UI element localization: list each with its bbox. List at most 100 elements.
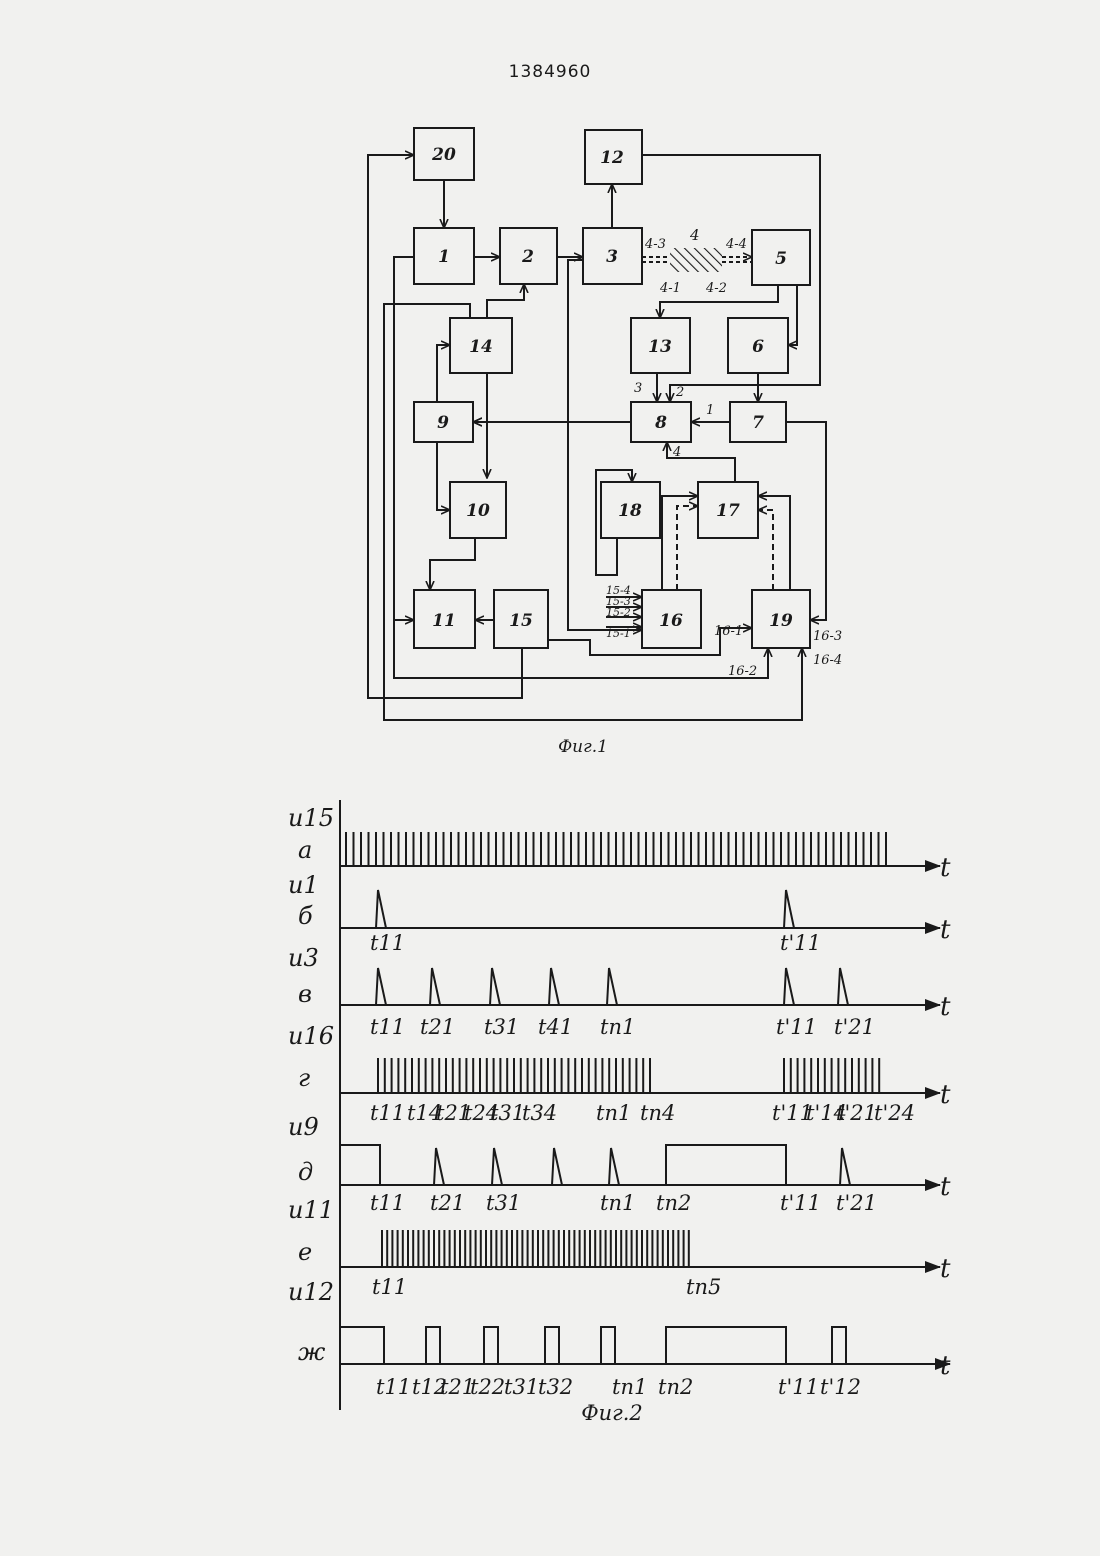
signal-label-u15: u15 (288, 804, 334, 832)
time-label-u16: t31 (490, 1101, 525, 1125)
time-axis-label: t (940, 1172, 951, 1202)
time-label-u12: t'12 (820, 1375, 861, 1399)
svg-text:18: 18 (618, 501, 642, 521)
row-a-u15 (340, 832, 940, 866)
svg-text:2: 2 (521, 247, 534, 267)
time-label-u16: t11 (370, 1101, 405, 1125)
time-label-u3: t31 (484, 1015, 519, 1039)
block-12: 12 (585, 130, 642, 184)
time-label-u3: tn1 (600, 1015, 635, 1039)
row-letter-1: б (298, 902, 313, 930)
time-label-u9: tn1 (600, 1191, 635, 1215)
row-letter-6: ж (298, 1338, 326, 1366)
time-label-u16: t'21 (836, 1101, 877, 1125)
time-label-u12: tn1 (612, 1375, 647, 1399)
terminal-4-3: 4-3 (644, 237, 666, 252)
signal-label-u11: u11 (288, 1196, 334, 1224)
row-g-u16 (340, 1058, 940, 1093)
row-letter-0: а (298, 836, 312, 864)
block-7: 7 (730, 402, 786, 442)
block-15: 15 (494, 590, 548, 648)
figure-1-caption: Фиг.1 (558, 737, 608, 757)
time-label-u12: t'11 (778, 1375, 819, 1399)
block-1: 1 (414, 228, 474, 284)
input-8-3: 3 (634, 381, 642, 396)
terminal-15-1: 15-1 (606, 627, 631, 640)
svg-text:12: 12 (600, 148, 624, 168)
row-letter-4: д (298, 1158, 313, 1186)
svg-text:16: 16 (659, 611, 683, 631)
signal-label-u12: u12 (288, 1278, 334, 1306)
terminal-16-1: 16-1 (714, 624, 743, 639)
time-axis-label: t (940, 915, 951, 945)
svg-text:5: 5 (775, 249, 787, 269)
time-label-u9: t21 (430, 1191, 465, 1215)
timing-diagram: u15аtu1бtu3вtu16гtu9дtu11еtu12жt t11t'11… (288, 800, 951, 1425)
row-letter-5: е (298, 1238, 312, 1266)
time-label-u9: tn2 (656, 1191, 691, 1215)
block-11: 11 (414, 590, 475, 648)
row-letter-2: в (298, 980, 312, 1008)
time-axis-label: t (940, 1254, 951, 1284)
svg-text:17: 17 (716, 501, 740, 521)
signal-label-u1: u1 (288, 871, 319, 899)
block-16: 16 (642, 590, 701, 648)
terminal-15-2: 15-2 (606, 606, 631, 619)
terminal-16-2: 16-2 (728, 664, 757, 679)
terminal-4-2: 4-2 (705, 281, 727, 296)
svg-text:19: 19 (769, 611, 793, 631)
time-label-u9: t'21 (836, 1191, 877, 1215)
time-axis-label: t (940, 1351, 951, 1381)
svg-text:3: 3 (606, 247, 618, 267)
svg-text:14: 14 (469, 337, 493, 357)
block-6: 6 (728, 318, 788, 373)
svg-text:11: 11 (432, 611, 456, 631)
block-14: 14 (450, 318, 512, 373)
svg-text:20: 20 (431, 145, 456, 165)
time-label-u1: t11 (370, 931, 405, 955)
time-label-u16: t34 (522, 1101, 557, 1125)
time-axis-label: t (940, 1080, 951, 1110)
svg-text:7: 7 (752, 413, 764, 433)
element-4-sample (670, 248, 722, 272)
time-label-u12: t22 (470, 1375, 505, 1399)
time-axis-label: t (940, 992, 951, 1022)
time-label-u3: t'21 (834, 1015, 875, 1039)
block-19: 19 (752, 590, 810, 648)
time-label-u12: t32 (538, 1375, 573, 1399)
element-4-label: 4 (689, 226, 700, 244)
terminal-16-4: 16-4 (813, 653, 842, 668)
block-3: 3 (583, 228, 642, 284)
time-label-u9: t11 (370, 1191, 405, 1215)
input-8-4: 4 (672, 445, 681, 460)
block-9: 9 (414, 402, 473, 442)
row-zh-u12 (340, 1327, 950, 1364)
terminal-16-3: 16-3 (813, 629, 842, 644)
block-18: 18 (601, 482, 660, 538)
time-label-u12: t11 (376, 1375, 411, 1399)
time-label-u9: t'11 (780, 1191, 821, 1215)
block-13: 13 (631, 318, 690, 373)
time-label-u12: t31 (504, 1375, 539, 1399)
svg-text:9: 9 (437, 413, 449, 433)
block-10: 10 (450, 482, 506, 538)
time-label-u3: t21 (420, 1015, 455, 1039)
time-label-u16: tn4 (640, 1101, 675, 1125)
signal-label-u9: u9 (288, 1113, 319, 1141)
time-label-u16: t'24 (874, 1101, 915, 1125)
input-8-1: 1 (706, 403, 714, 418)
terminal-4-1: 4-1 (659, 281, 681, 296)
time-label-u3: t11 (370, 1015, 405, 1039)
svg-text:8: 8 (654, 413, 667, 433)
block-2: 2 (500, 228, 557, 284)
signal-label-u3: u3 (288, 944, 319, 972)
input-8-2: 2 (675, 385, 684, 400)
block-20: 20 (414, 128, 474, 180)
time-label-u11: t11 (372, 1275, 407, 1299)
terminal-4-4: 4-4 (725, 237, 747, 252)
block-5: 5 (752, 230, 810, 285)
svg-text:13: 13 (648, 337, 672, 357)
time-axis-label: t (940, 853, 951, 883)
time-label-u16: tn1 (596, 1101, 631, 1125)
